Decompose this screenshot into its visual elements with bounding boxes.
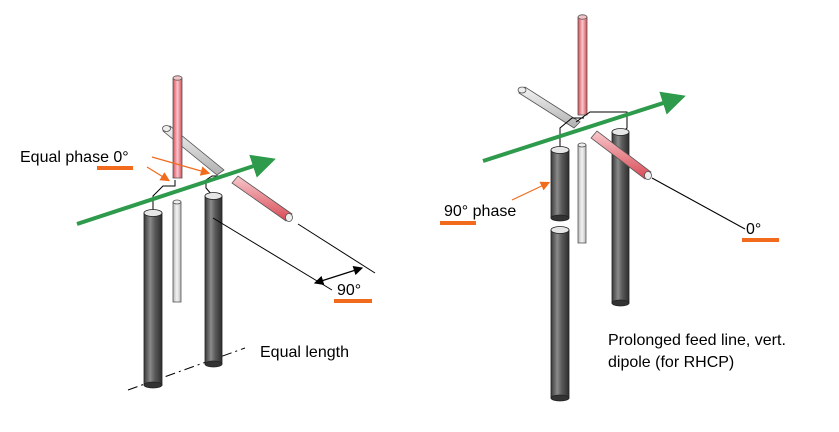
right-orange-arrow — [511, 181, 551, 201]
left-light-arm — [162, 125, 225, 176]
right-antenna: 90° phase 0° Prolonged feed line, vert. … — [440, 14, 786, 402]
right-red-rod — [577, 14, 588, 116]
phase-label: 90° phase — [444, 203, 516, 220]
equal-phase-underline — [97, 166, 133, 170]
angle-label: 90° — [337, 282, 361, 299]
angle-underline — [334, 299, 372, 303]
zero-underline — [742, 238, 779, 242]
left-red-rod — [172, 75, 183, 179]
right-thin-rod — [577, 142, 587, 244]
equal-phase-label: Equal phase 0° — [20, 149, 129, 166]
left-orange-arrow-2 — [151, 156, 211, 176]
caption-line-2: dipole (for RHCP) — [608, 354, 734, 371]
zero-label: 0° — [746, 221, 761, 238]
right-dark-rod-back — [611, 128, 630, 307]
equal-length-label: Equal length — [260, 344, 349, 361]
right-light-arm — [517, 86, 581, 129]
right-dark-rod-upper — [550, 146, 570, 222]
zero-pointer-line — [651, 177, 746, 230]
left-dark-rod-1 — [143, 209, 163, 389]
right-dark-rod-lower — [550, 226, 570, 402]
left-red-arm — [231, 175, 293, 222]
angle-dimension-arrow — [313, 265, 364, 286]
left-orange-arrow-1 — [146, 166, 171, 182]
left-thin-rod — [172, 199, 182, 303]
left-green-arrow — [76, 154, 276, 226]
right-red-arm — [590, 130, 652, 180]
left-dark-rod-2 — [204, 192, 223, 368]
phase-underline — [440, 221, 476, 225]
left-antenna: Equal phase 0° 90° Equal length — [20, 75, 376, 391]
caption-line-1: Prolonged feed line, vert. — [608, 332, 786, 349]
right-green-arrow — [482, 91, 686, 163]
